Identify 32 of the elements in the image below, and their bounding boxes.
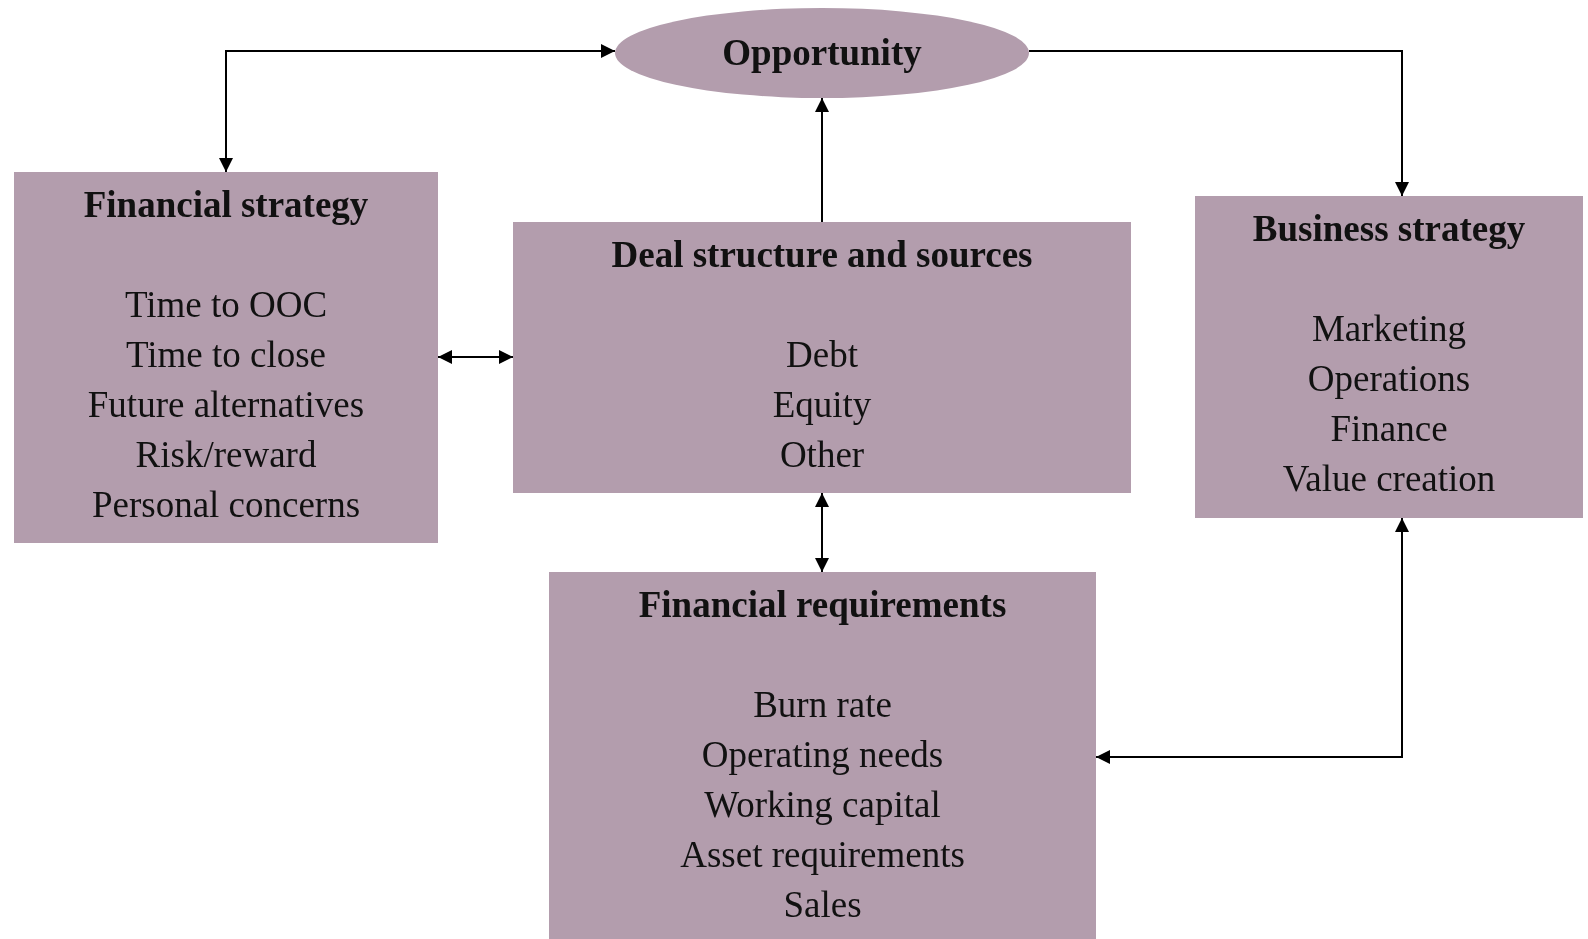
node-item: Debt <box>786 333 858 377</box>
arrow <box>1095 517 1409 764</box>
node-heading: Financial requirements <box>638 583 1007 627</box>
node-heading: Financial strategy <box>83 183 369 227</box>
arrow <box>815 97 829 223</box>
process-box <box>14 172 438 543</box>
arrow <box>815 492 829 573</box>
node-heading: Deal structure and sources <box>611 233 1033 277</box>
arrow <box>1028 50 1409 197</box>
node-item: Risk/reward <box>135 433 317 477</box>
node-item: Equity <box>772 383 872 427</box>
process-box <box>513 222 1131 493</box>
node-heading: Opportunity <box>722 31 922 75</box>
node-item: Working capital <box>704 783 941 827</box>
node-item: Finance <box>1330 407 1448 451</box>
node-heading: Business strategy <box>1252 207 1526 251</box>
node-item: Operating needs <box>701 733 944 777</box>
node-item: Sales <box>783 883 862 927</box>
node-item: Asset requirements <box>680 833 965 877</box>
node-item: Time to close <box>125 333 327 377</box>
node-item: Operations <box>1307 357 1471 401</box>
node-item: Time to OOC <box>124 283 328 327</box>
node-item: Burn rate <box>753 683 892 727</box>
node-item: Value creation <box>1282 457 1496 501</box>
arrow <box>219 44 616 173</box>
arrow <box>437 350 514 364</box>
node-item: Marketing <box>1311 307 1467 351</box>
node-item: Future alternatives <box>87 383 365 427</box>
node-item: Personal concerns <box>91 483 361 527</box>
node-item: Other <box>779 433 865 477</box>
process-box <box>549 572 1096 939</box>
process-box <box>1195 196 1583 518</box>
